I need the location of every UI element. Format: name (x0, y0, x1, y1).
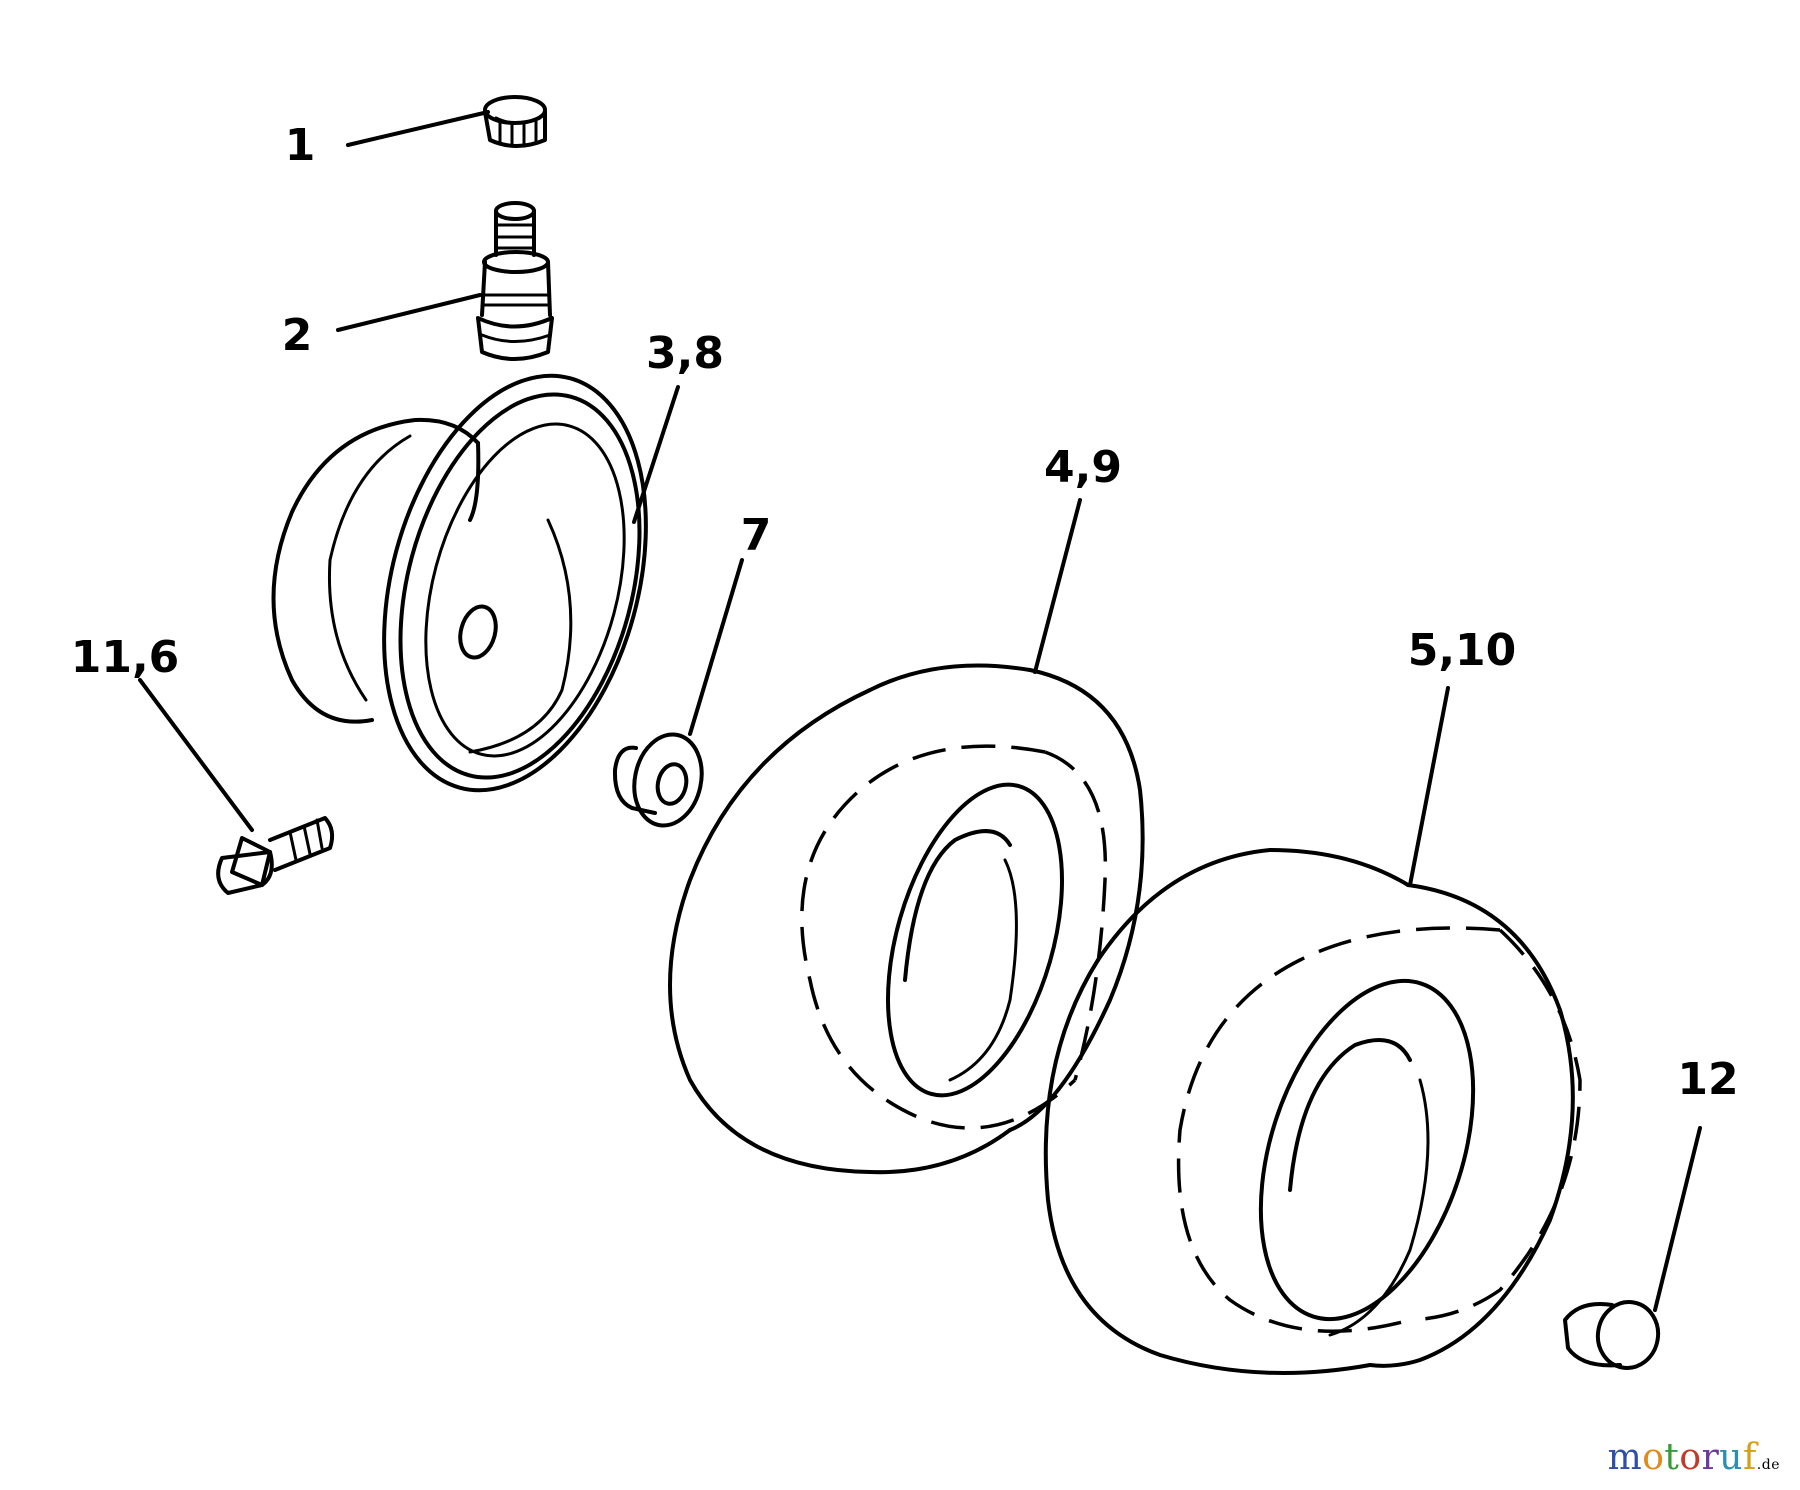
leader-line-11-6 (138, 678, 254, 832)
valve-cap-part (483, 95, 547, 148)
watermark-letter: r (1701, 1437, 1720, 1478)
rear-tire-part (1043, 848, 1582, 1375)
watermark-letter: f (1742, 1437, 1757, 1478)
leader-line-2 (336, 293, 482, 332)
wheel-rim-part (271, 373, 648, 793)
callout-7: 7 (741, 510, 772, 561)
watermark-letter: o (1642, 1437, 1665, 1478)
watermark-letter: t (1664, 1437, 1680, 1478)
callout-11-6: 11,6 (71, 632, 180, 683)
callout-5-10: 5,10 (1408, 625, 1517, 676)
callout-4-9: 4,9 (1044, 442, 1122, 493)
grease-fitting-part (216, 816, 335, 895)
leader-line-5-10 (1408, 686, 1450, 887)
watermark-suffix: .de (1756, 1457, 1780, 1473)
bearing-bushing-part (612, 732, 704, 828)
leader-line-1 (346, 110, 490, 147)
callout-2: 2 (282, 310, 313, 361)
leader-line-12 (1653, 1126, 1702, 1312)
callout-12: 12 (1677, 1054, 1738, 1105)
callout-3-8: 3,8 (646, 328, 724, 379)
leader-line-4-9 (1033, 498, 1082, 674)
watermark-logo: motoruf.de (1608, 1437, 1780, 1478)
leader-line-3-8 (632, 385, 680, 524)
watermark-text: motoruf (1608, 1437, 1757, 1478)
watermark-letter: u (1719, 1437, 1743, 1478)
callout-1: 1 (285, 120, 316, 171)
valve-stem-part (476, 201, 554, 361)
watermark-letter: o (1679, 1437, 1702, 1478)
leader-line-7 (688, 558, 744, 736)
watermark-letter: m (1607, 1437, 1643, 1478)
front-tire-part (668, 663, 1145, 1175)
hub-cap-part (1563, 1300, 1661, 1370)
